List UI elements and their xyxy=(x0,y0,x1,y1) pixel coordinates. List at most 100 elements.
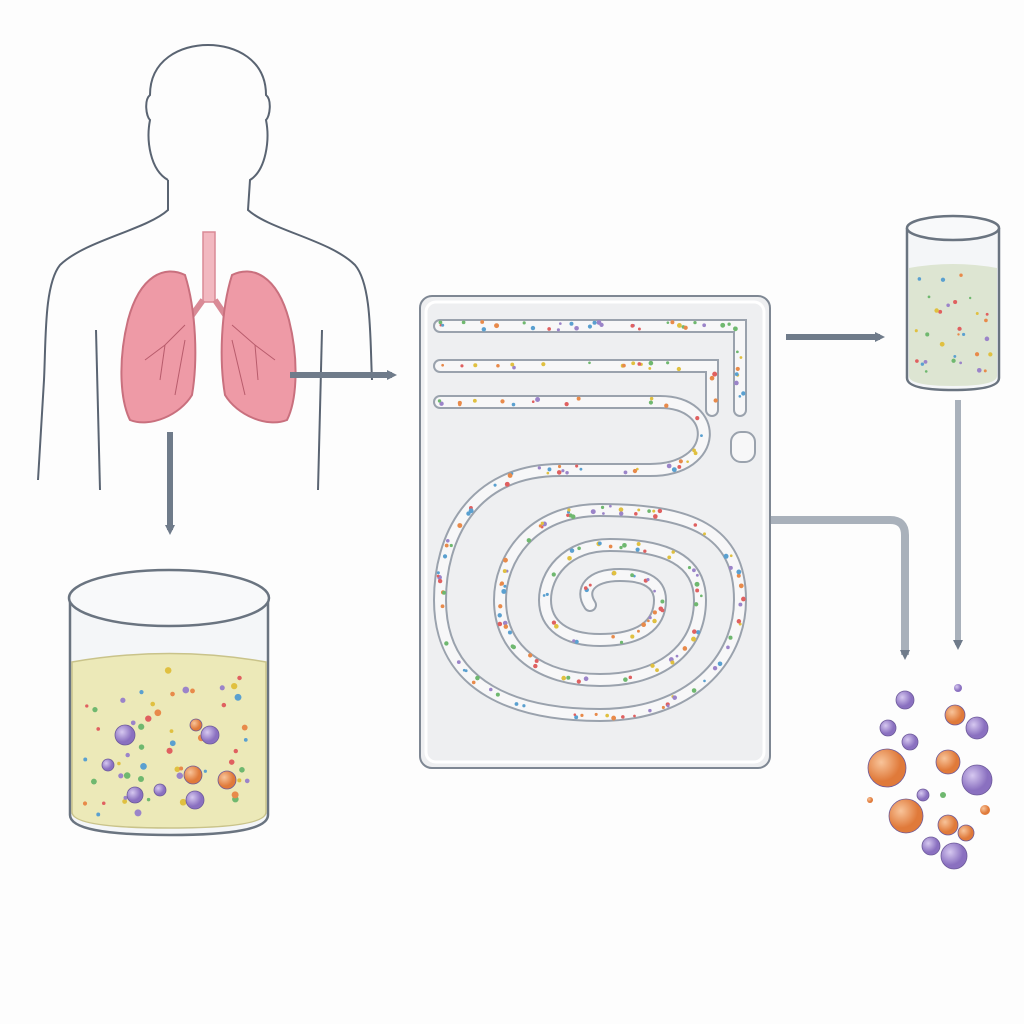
large-particle xyxy=(114,724,136,746)
particle xyxy=(648,708,652,713)
particle xyxy=(503,584,507,588)
particle xyxy=(504,481,510,487)
particle xyxy=(576,396,581,401)
outlet-port[interactable] xyxy=(730,431,756,463)
particle xyxy=(953,354,957,358)
particle xyxy=(953,300,958,305)
particle xyxy=(938,309,943,314)
particle xyxy=(712,665,718,671)
particle xyxy=(622,363,626,368)
particle xyxy=(503,624,509,629)
particle xyxy=(512,365,516,370)
particle xyxy=(565,470,569,475)
particle xyxy=(959,361,963,365)
particle xyxy=(648,615,652,620)
particle xyxy=(630,323,635,328)
particle xyxy=(622,542,627,548)
particle xyxy=(567,555,572,561)
particle xyxy=(522,321,526,325)
large-particle xyxy=(153,783,167,797)
particle xyxy=(984,336,990,342)
particle xyxy=(441,363,444,367)
particle xyxy=(630,634,635,639)
particle xyxy=(551,572,556,577)
particle xyxy=(541,362,546,367)
particle xyxy=(540,521,544,525)
particle xyxy=(139,690,144,695)
spiral-microfluidic-chip-icon[interactable] xyxy=(419,295,771,769)
particle xyxy=(449,543,453,548)
particle xyxy=(618,507,624,512)
particle xyxy=(169,729,174,733)
particle xyxy=(557,464,562,469)
particle xyxy=(649,396,654,401)
particle xyxy=(140,762,147,770)
particle xyxy=(691,636,697,642)
particle xyxy=(692,629,697,634)
particle xyxy=(728,565,733,570)
particle xyxy=(179,766,184,771)
large-particle xyxy=(189,718,203,732)
particle xyxy=(974,352,980,357)
particle xyxy=(472,398,477,403)
particle xyxy=(219,685,225,691)
particle xyxy=(924,370,928,373)
particle xyxy=(471,680,476,685)
particle xyxy=(727,322,731,326)
particle xyxy=(957,326,962,331)
particle xyxy=(623,470,628,475)
large-particle xyxy=(126,786,144,804)
particle xyxy=(572,639,576,643)
particle xyxy=(101,801,106,806)
particle xyxy=(547,467,552,472)
particle xyxy=(228,759,235,765)
particle xyxy=(653,514,658,519)
particle xyxy=(630,573,634,578)
particle xyxy=(655,668,659,672)
particle xyxy=(535,397,541,402)
particle xyxy=(915,359,919,363)
separated-particle xyxy=(895,690,915,710)
particle xyxy=(693,451,698,456)
particle xyxy=(661,705,665,709)
particle xyxy=(637,362,642,366)
particle xyxy=(554,624,559,629)
particle xyxy=(917,277,922,281)
particle xyxy=(442,590,446,595)
particle xyxy=(497,621,503,627)
particle xyxy=(436,571,440,575)
particle xyxy=(723,553,729,559)
particle xyxy=(567,508,571,512)
particle xyxy=(436,574,440,578)
particle xyxy=(691,688,697,693)
particle xyxy=(583,586,588,590)
particle xyxy=(962,332,966,337)
particle-cluster-icon xyxy=(867,684,993,870)
particle xyxy=(720,322,726,328)
particle xyxy=(666,463,672,469)
lungs-icon xyxy=(120,231,297,424)
particle xyxy=(442,554,448,559)
particle xyxy=(190,688,195,694)
particle xyxy=(231,791,239,799)
particle xyxy=(150,701,156,707)
particle xyxy=(574,325,579,331)
particle xyxy=(514,702,519,706)
particle xyxy=(695,588,700,593)
particle xyxy=(138,723,145,730)
particle xyxy=(145,715,152,722)
large-particle xyxy=(217,770,237,790)
particle xyxy=(619,511,624,516)
particle xyxy=(488,687,493,692)
particle xyxy=(623,677,628,682)
separated-particle xyxy=(940,792,946,798)
particle xyxy=(475,675,480,681)
particle xyxy=(558,322,562,325)
particle xyxy=(647,509,651,513)
particle xyxy=(575,464,579,468)
particle xyxy=(683,325,688,330)
particle xyxy=(735,366,740,371)
particle xyxy=(736,350,739,354)
